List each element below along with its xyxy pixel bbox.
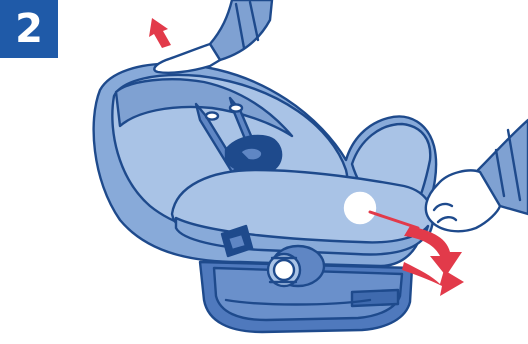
lift-arrow-icon [149,18,171,48]
right-hand [426,120,528,231]
top-hand [154,0,272,73]
harness-buckle [226,136,281,173]
